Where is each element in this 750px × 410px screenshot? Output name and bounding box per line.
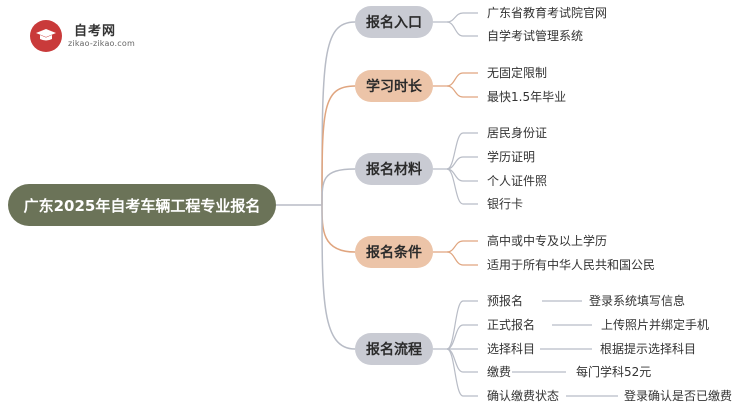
connector-leaf (433, 72, 478, 87)
process-step-detail: 根据提示选择科目 (600, 342, 697, 356)
process-step-detail: 登录确认是否已缴费 (624, 389, 733, 403)
logo-title: 自考网 (74, 24, 117, 39)
leaf-item: 银行卡 (487, 197, 524, 211)
connector-cat-2 (321, 85, 356, 206)
connector-leaf (446, 156, 478, 170)
category-duration: 学习时长 (355, 70, 433, 102)
connector-leaf (446, 85, 478, 98)
leaf-item: 最快1.5年毕业 (487, 90, 567, 104)
leaf-item: 适用于所有中华人民共和国公民 (487, 258, 656, 272)
process-step: 缴费 (487, 365, 512, 379)
process-step: 正式报名 (487, 318, 536, 332)
process-step-detail: 上传照片并绑定手机 (601, 318, 710, 332)
connector-cat-5 (321, 204, 356, 350)
process-step: 选择科目 (487, 342, 536, 356)
site-logo[interactable]: 自考网 zikao-zikao.com (30, 20, 140, 52)
category-conditions: 报名条件 (355, 236, 433, 268)
connector-leaf (446, 348, 478, 397)
category-process: 报名流程 (355, 333, 433, 365)
process-step-detail: 登录系统填写信息 (589, 294, 686, 308)
category-materials: 报名材料 (355, 153, 433, 185)
graduation-cap-icon (36, 29, 56, 41)
leaf-item: 高中或中专及以上学历 (487, 234, 608, 248)
connector-leaf (446, 251, 478, 266)
connector-leaf (446, 168, 478, 205)
connector-leaf (433, 240, 478, 253)
process-step: 确认缴费状态 (487, 389, 560, 403)
logo-emblem (30, 20, 62, 52)
leaf-item: 个人证件照 (487, 174, 548, 188)
connector-leaf (446, 348, 478, 373)
leaf-item: 广东省教育考试院官网 (487, 6, 608, 20)
process-step: 预报名 (487, 294, 524, 308)
root-node: 广东2025年自考车辆工程专业报名 (8, 184, 276, 226)
leaf-item: 无固定限制 (487, 66, 548, 80)
connector-cat-3 (321, 168, 356, 206)
leaf-item: 自学考试管理系统 (487, 29, 584, 43)
category-entry: 报名入口 (355, 6, 433, 38)
process-step-detail: 每门学科52元 (576, 365, 652, 379)
connector-leaf (433, 12, 478, 23)
logo-url: zikao-zikao.com (68, 39, 135, 48)
connector-leaf (446, 324, 478, 350)
connector-cat-4 (321, 204, 356, 253)
leaf-item: 学历证明 (487, 150, 536, 164)
leaf-item: 居民身份证 (487, 126, 548, 140)
connector-leaf (433, 132, 478, 170)
connector-leaf (446, 21, 478, 37)
